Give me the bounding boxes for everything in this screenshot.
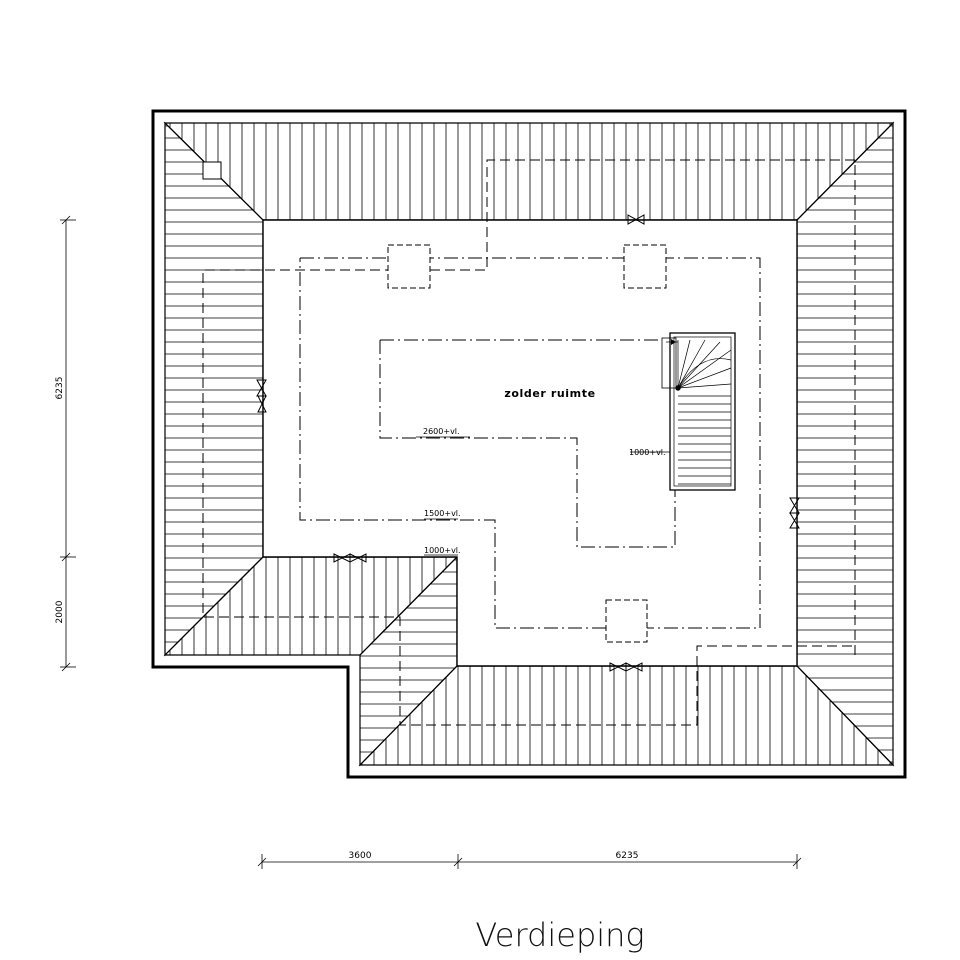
level-label-stair: 1000+vl. bbox=[629, 448, 666, 457]
dimension-bottom-left: 3600 bbox=[349, 851, 372, 861]
skylight-3 bbox=[605, 599, 648, 643]
level-label-low: 1000+vl. bbox=[424, 546, 461, 555]
roof-hatch-wing-left bbox=[360, 559, 457, 765]
skylight-1 bbox=[387, 244, 431, 289]
skylights bbox=[387, 244, 667, 643]
level-label-attic: 2600+vl. bbox=[423, 427, 460, 436]
room-label: zolder ruimte bbox=[504, 387, 595, 400]
dimension-bottom-right: 6235 bbox=[616, 851, 639, 861]
chimney-box bbox=[202, 161, 222, 180]
attic-floor-area bbox=[262, 219, 798, 667]
dimension-left bbox=[60, 215, 76, 672]
roof-hatch-right bbox=[797, 125, 893, 763]
window-markers bbox=[256, 214, 800, 672]
height-contours bbox=[299, 257, 761, 629]
dimension-bottom bbox=[257, 854, 802, 869]
staircase bbox=[661, 332, 736, 491]
level-leaders bbox=[416, 436, 670, 556]
dimension-left-lower: 2000 bbox=[55, 600, 65, 623]
skylight-2 bbox=[623, 244, 667, 289]
level-label-mid: 1500+vl. bbox=[424, 509, 461, 518]
roof-hatch-top bbox=[169, 123, 891, 220]
roof-hatch-wing-bottom bbox=[361, 666, 891, 765]
outer-wall-outline bbox=[151, 109, 907, 779]
walls-below-dashed bbox=[202, 159, 856, 726]
drawing-title: Verdieping bbox=[475, 916, 644, 954]
dimension-left-upper: 6235 bbox=[55, 377, 65, 400]
roof-hatch-left bbox=[165, 125, 263, 655]
